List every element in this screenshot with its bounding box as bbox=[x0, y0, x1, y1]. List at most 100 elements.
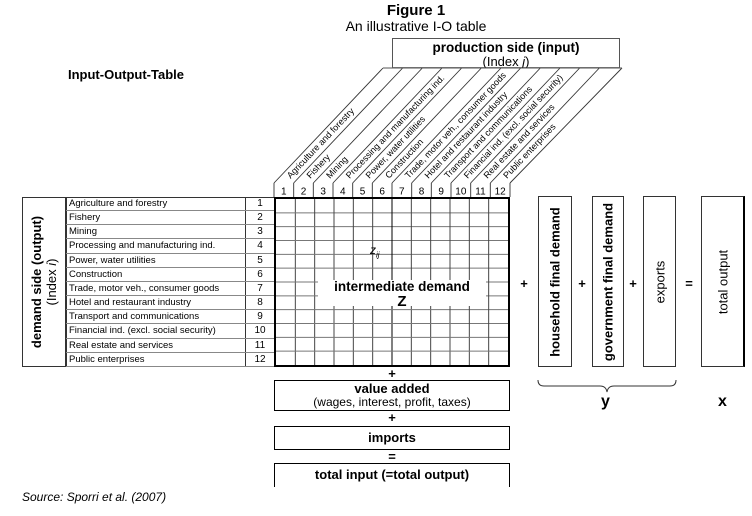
sector-number: 1 bbox=[245, 197, 274, 211]
plus-operator: + bbox=[629, 276, 637, 291]
sector-name: Processing and manufacturing ind. bbox=[66, 239, 245, 253]
sector-name: Mining bbox=[66, 225, 245, 239]
sector-name: Financial ind. (excl. social security) bbox=[66, 324, 245, 338]
column-number: 9 bbox=[438, 187, 444, 198]
x-vector-label: x bbox=[718, 393, 727, 410]
row-list-top-border bbox=[66, 197, 274, 198]
sector-number: 8 bbox=[245, 296, 274, 310]
column-number: 6 bbox=[379, 187, 385, 198]
column-header-diagonal bbox=[332, 67, 443, 184]
sector-number: 7 bbox=[245, 281, 274, 296]
table-title: Input-Output-Table bbox=[68, 67, 185, 82]
total-input-label: total input (=total output) bbox=[314, 467, 470, 482]
column-number: 5 bbox=[360, 187, 366, 198]
plus-operator: + bbox=[388, 410, 396, 425]
sector-name: Public enterprises bbox=[66, 352, 245, 366]
sector-name: Real estate and services bbox=[66, 338, 245, 352]
column-header-diagonal bbox=[391, 67, 502, 184]
column-header-diagonal bbox=[450, 67, 561, 184]
column-number: 8 bbox=[419, 187, 425, 198]
y-brace bbox=[537, 379, 677, 393]
demand-side-box: demand side (output) (Index i) bbox=[22, 197, 66, 367]
government-final-demand-box: government final demand bbox=[592, 196, 624, 367]
sector-number: 5 bbox=[245, 253, 274, 267]
total-output-box: total output bbox=[701, 196, 745, 367]
column-number: 1 bbox=[281, 187, 287, 198]
demand-side-label-wrap: demand side (output) (Index i) bbox=[29, 216, 59, 348]
equals-operator: = bbox=[388, 449, 396, 464]
column-number: 2 bbox=[301, 187, 307, 198]
value-added-label: value added bbox=[354, 381, 430, 396]
imports-label: imports bbox=[368, 430, 416, 445]
figure-title: Figure 1 bbox=[386, 2, 446, 19]
exports-box: exports bbox=[643, 196, 676, 367]
column-header-diagonal bbox=[509, 67, 623, 184]
column-header-diagonal bbox=[411, 67, 521, 184]
column-number: 7 bbox=[399, 187, 405, 198]
production-side-label: production side (input) bbox=[432, 40, 580, 55]
household-final-demand-label: household final demand bbox=[547, 206, 563, 357]
plus-operator: + bbox=[520, 276, 528, 291]
government-final-demand-label: government final demand bbox=[600, 202, 616, 361]
cell-symbol: z bbox=[370, 243, 376, 257]
column-header-diagonal bbox=[273, 67, 384, 184]
exports-label: exports bbox=[652, 260, 667, 303]
figure-subtitle: An illustrative I-O table bbox=[345, 18, 487, 34]
column-header-diagonal bbox=[372, 67, 482, 184]
cell-subscript: ij bbox=[376, 250, 380, 260]
sector-number: 6 bbox=[245, 267, 274, 281]
value-added-detail: (wages, interest, profit, taxes) bbox=[313, 395, 471, 409]
equals-operator: = bbox=[685, 276, 693, 291]
sector-name: Fishery bbox=[66, 211, 245, 225]
sector-number: 10 bbox=[245, 324, 274, 338]
intermediate-demand-label: intermediate demand bbox=[334, 279, 470, 294]
column-number: 11 bbox=[475, 187, 486, 198]
intermediate-demand-label-box: intermediate demand Z bbox=[318, 279, 486, 310]
column-number: 3 bbox=[320, 187, 326, 198]
household-final-demand-box: household final demand bbox=[538, 196, 572, 367]
column-header-diagonal bbox=[431, 67, 541, 184]
y-vector-label: y bbox=[601, 393, 610, 410]
production-side-index: (Index j) bbox=[393, 55, 619, 69]
sector-number: 3 bbox=[245, 225, 274, 239]
plus-operator: + bbox=[578, 276, 586, 291]
matrix-symbol: Z bbox=[397, 293, 407, 310]
plus-operator: + bbox=[388, 366, 396, 381]
matrix-cell-symbol: zij bbox=[370, 243, 380, 259]
sector-name: Agriculture and forestry bbox=[66, 197, 245, 211]
sector-row: Processing and manufacturing ind.4 bbox=[66, 239, 274, 254]
column-number: 4 bbox=[340, 187, 346, 198]
column-header-diagonal bbox=[293, 67, 403, 184]
index-var: j bbox=[522, 54, 526, 69]
sector-name: Construction bbox=[66, 267, 245, 281]
index-suffix: ) bbox=[44, 258, 59, 263]
value-added-box: value added (wages, interest, profit, ta… bbox=[274, 380, 510, 411]
column-number: 12 bbox=[495, 187, 507, 198]
index-var: i bbox=[44, 262, 59, 266]
index-prefix: (Index bbox=[482, 54, 523, 69]
total-output-label: total output bbox=[715, 249, 730, 314]
total-input-box: total input (=total output) bbox=[274, 463, 510, 487]
demand-side-label: demand side (output) bbox=[29, 215, 44, 349]
sector-number: 4 bbox=[245, 239, 274, 253]
sector-number: 12 bbox=[245, 352, 274, 366]
column-header-diagonal bbox=[352, 67, 462, 184]
sector-name: Trade, motor veh., consumer goods bbox=[66, 281, 245, 296]
index-prefix: (Index bbox=[44, 265, 59, 306]
sector-number: 9 bbox=[245, 310, 274, 324]
sector-number: 2 bbox=[245, 211, 274, 225]
source-note: Source: Sporri et al. (2007) bbox=[22, 490, 167, 504]
index-suffix: ) bbox=[525, 54, 530, 69]
sector-row: Financial ind. (excl. social security)10 bbox=[66, 324, 274, 339]
column-header-diagonal bbox=[490, 67, 600, 184]
